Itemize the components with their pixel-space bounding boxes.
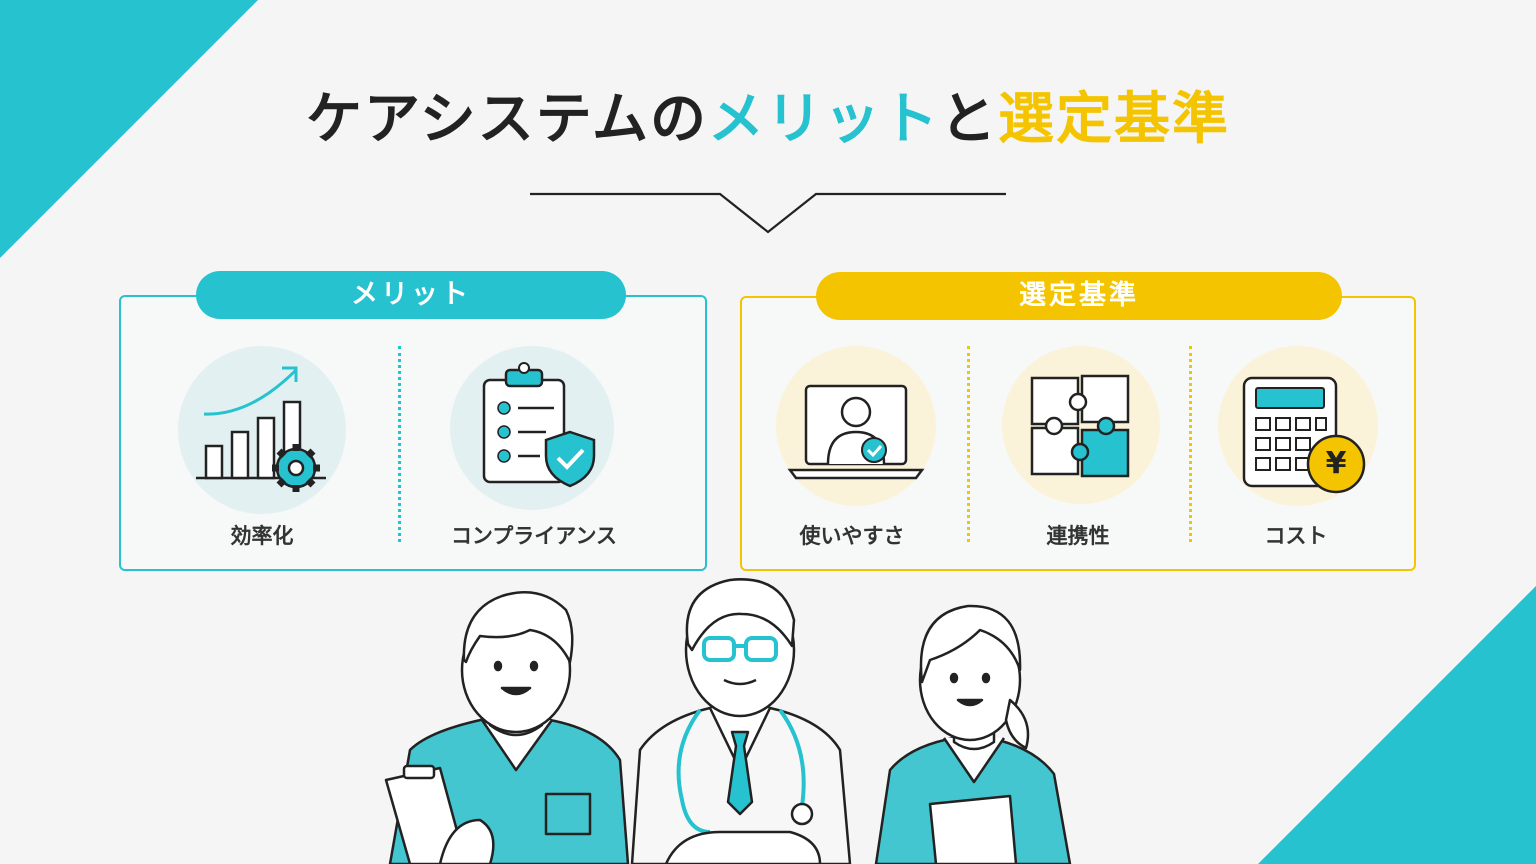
laptop-user-icon <box>787 384 925 480</box>
calculator-icon <box>1242 376 1366 494</box>
title-divider-caret <box>530 192 1006 234</box>
integration-label: 連携性 <box>1046 524 1110 548</box>
female-nurse-figure <box>874 604 1072 864</box>
merit-heading-pill: メリット <box>196 271 626 319</box>
doctor-figure <box>630 578 852 864</box>
criteria-separator-1 <box>967 346 970 542</box>
criteria-heading-pill: 選定基準 <box>816 272 1342 320</box>
ease-of-use-label: 使いやすさ <box>799 524 905 548</box>
title-part-criteria: 選定基準 <box>998 87 1231 152</box>
criteria-separator-2 <box>1189 346 1192 542</box>
compliance-label: コンプライアンス <box>450 524 618 548</box>
clipboard-shield-icon <box>482 362 596 488</box>
efficiency-label: 効率化 <box>230 524 294 548</box>
cost-label: コスト <box>1264 524 1328 548</box>
yen-coin-symbol: ¥ <box>1325 446 1347 481</box>
title-part-1: ケアシステムの <box>305 87 709 152</box>
medical-staff-illustration <box>384 578 1072 864</box>
page-title: ケアシステムのメリットと選定基準 <box>0 88 1536 152</box>
merit-separator <box>398 346 401 542</box>
puzzle-icon <box>1030 374 1130 478</box>
growth-chart-gear-icon <box>196 366 326 492</box>
integration-icon-bg <box>1002 346 1160 504</box>
title-part-merit: メリット <box>708 87 941 152</box>
title-part-and: と <box>940 87 999 152</box>
bottom-right-corner-triangle <box>1258 586 1536 864</box>
male-nurse-figure <box>384 590 630 864</box>
top-left-corner-triangle <box>0 0 258 258</box>
